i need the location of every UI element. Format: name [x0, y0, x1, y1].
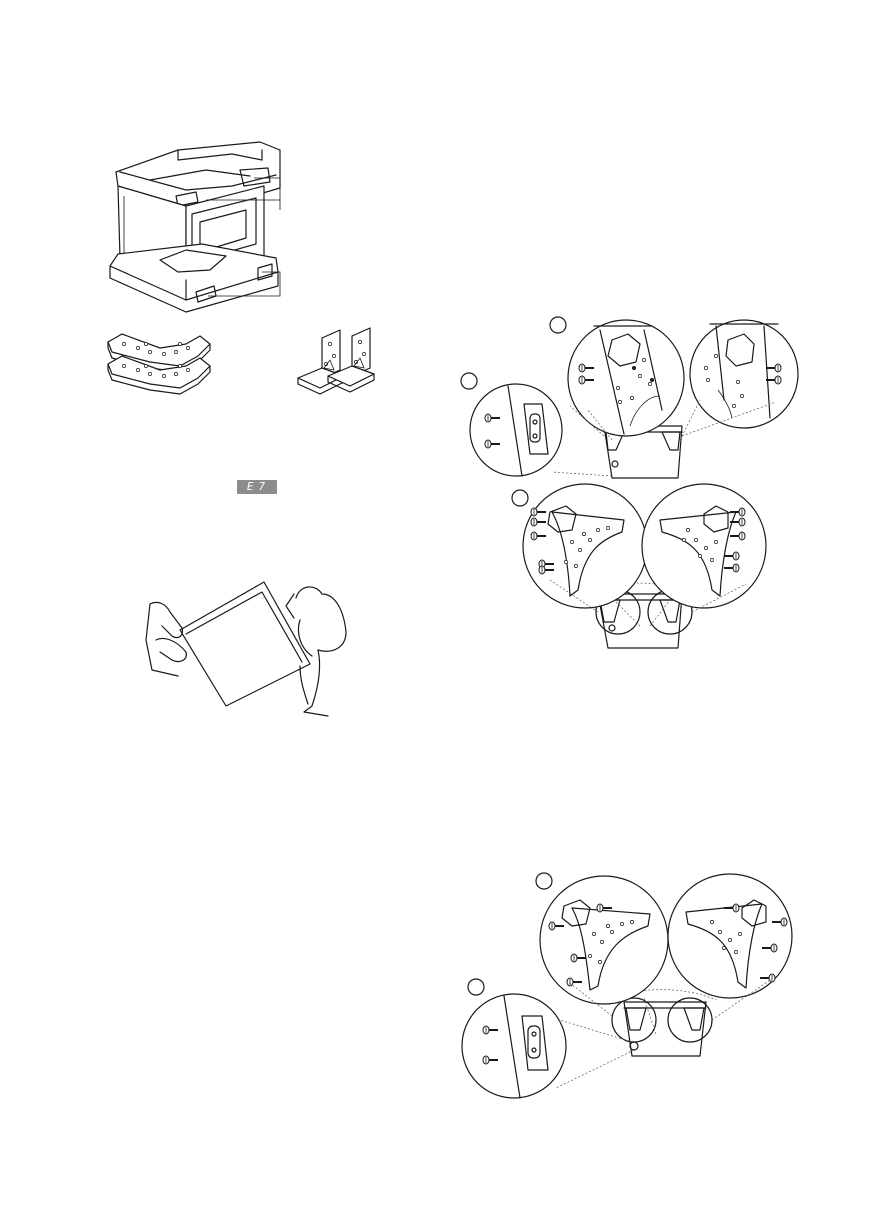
- l-brackets-figure: [298, 328, 374, 394]
- error-code-display: E7: [237, 480, 277, 494]
- rear-bracket-install-figure: [462, 873, 792, 1098]
- rear-bracket-removal-figure: [461, 317, 798, 478]
- curved-brackets-figure: [108, 334, 210, 394]
- rear-bracket-second-step-figure: [512, 484, 766, 648]
- lifting-figure: [146, 582, 346, 716]
- packaging-foam-figure: [110, 142, 280, 312]
